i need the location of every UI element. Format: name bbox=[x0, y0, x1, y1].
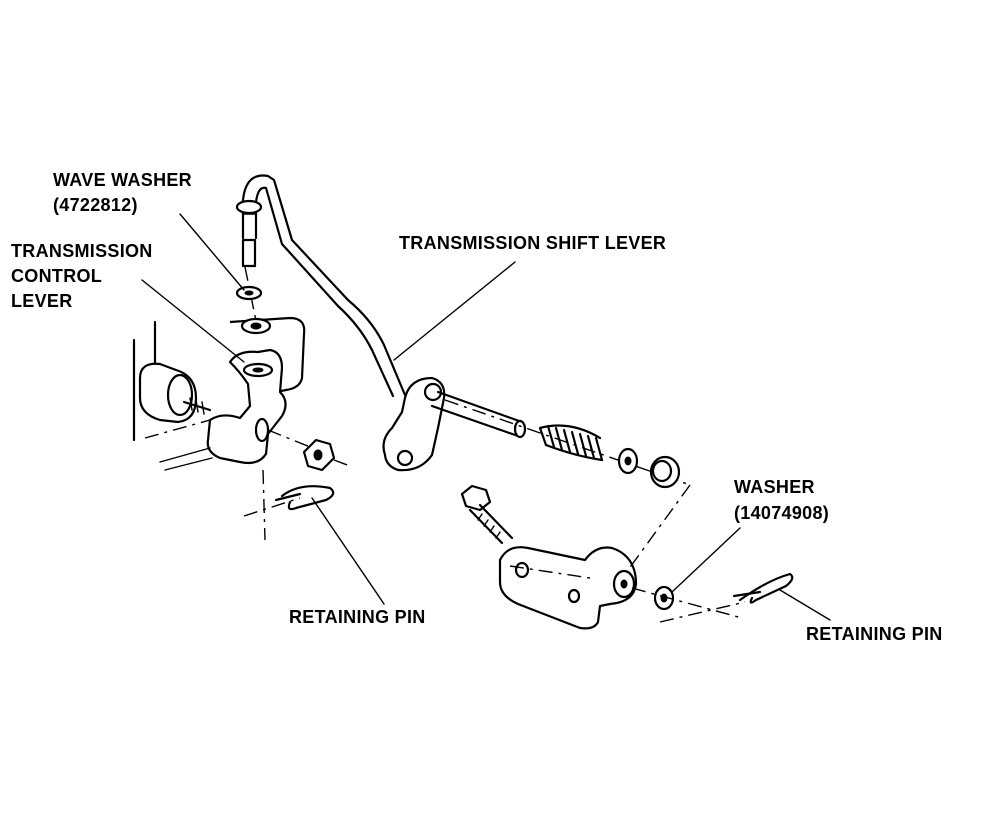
transmission-shift-lever-rod bbox=[235, 174, 407, 398]
wave-washer bbox=[235, 285, 263, 301]
mounting-bolt bbox=[460, 484, 514, 545]
leader-retaining-pin-left bbox=[311, 497, 385, 605]
retaining-pin-right bbox=[732, 572, 794, 604]
retaining-pin-left-label: RETAINING PIN bbox=[289, 607, 426, 627]
lower-bracket bbox=[498, 484, 691, 630]
washer-label: WASHER bbox=[734, 477, 815, 497]
washer-part-number: (14074908) bbox=[734, 503, 830, 523]
leader-retaining-pin-right bbox=[779, 589, 831, 621]
wave-washer-part-number: (4722812) bbox=[53, 195, 138, 215]
leader-wave-washer bbox=[179, 213, 245, 291]
transmission-control-lever bbox=[206, 316, 331, 465]
transmission-control-lever-label-line3: LEVER bbox=[11, 291, 73, 311]
leader-washer bbox=[671, 527, 741, 593]
spring bbox=[538, 424, 604, 462]
transmission-case bbox=[132, 320, 213, 471]
retaining-pin-left bbox=[243, 469, 335, 541]
shaft-washer bbox=[617, 447, 639, 475]
transmission-control-lever-label-line2: CONTROL bbox=[11, 266, 103, 286]
washer-right bbox=[631, 585, 746, 623]
transmission-shift-lever-label: TRANSMISSION SHIFT LEVER bbox=[399, 233, 667, 253]
shift-lever-arm bbox=[382, 376, 691, 486]
retaining-pin-right-label: RETAINING PIN bbox=[806, 624, 943, 644]
wave-washer-label: WAVE WASHER bbox=[53, 170, 192, 190]
leader-transmission-control-lever bbox=[141, 279, 245, 363]
hex-nut bbox=[302, 438, 351, 472]
transmission-control-lever-label-line1: TRANSMISSION bbox=[11, 241, 153, 261]
shaft-bushing bbox=[649, 455, 681, 489]
leader-transmission-shift-lever bbox=[393, 261, 516, 361]
